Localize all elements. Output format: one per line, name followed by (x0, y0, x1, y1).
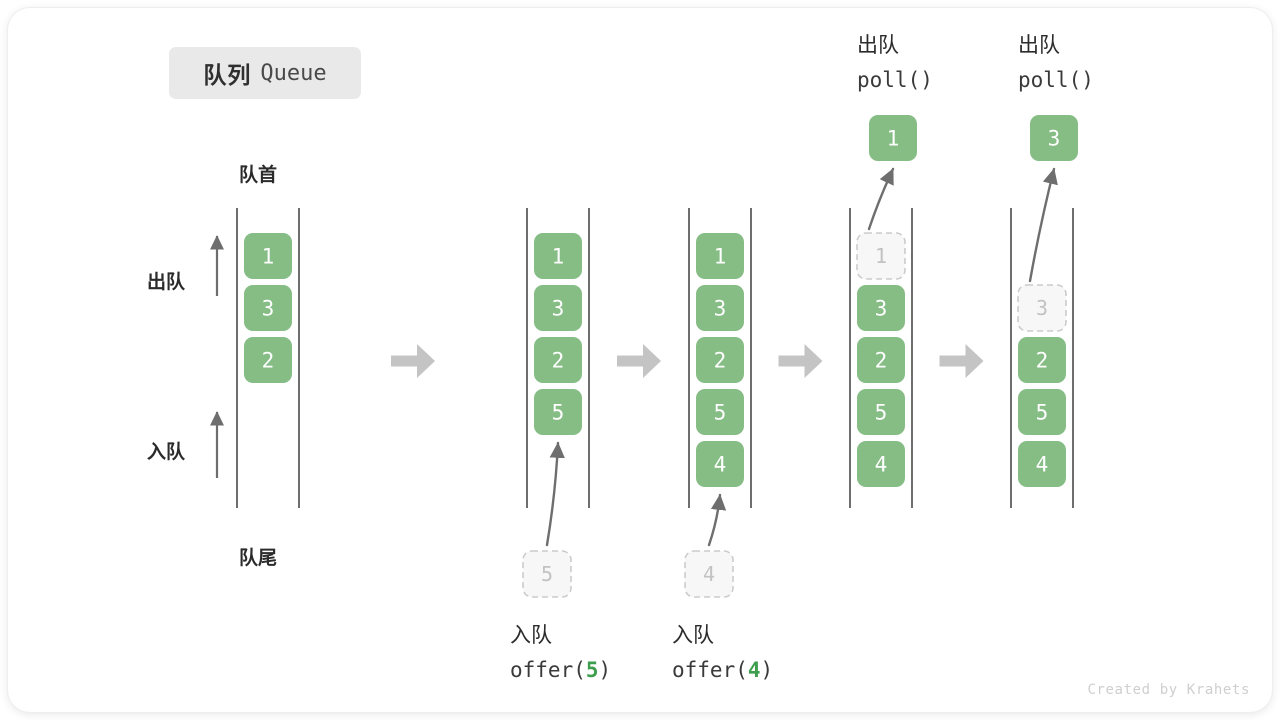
svg-text:5: 5 (552, 401, 565, 425)
queue-cell-poll-1-3[interactable]: 4 (857, 441, 905, 487)
caption-fn-offer-5: offer(5) (510, 658, 612, 682)
svg-text:4: 4 (875, 453, 888, 477)
header-fn-poll-3: poll() (1018, 68, 1094, 92)
caption-fn-offer-4: offer(4) (672, 658, 774, 682)
dequeue-arrow-poll-3 (1028, 167, 1058, 283)
queue-cell-offer-4-0[interactable]: 1 (696, 233, 744, 279)
svg-text:2: 2 (714, 349, 727, 373)
queue-cell-offer-5-2[interactable]: 2 (534, 337, 582, 383)
title-cn: 队列 (203, 62, 252, 88)
ghost-cell-poll-1: 1 (856, 232, 906, 280)
svg-text:3: 3 (552, 297, 565, 321)
svg-text:1: 1 (262, 245, 275, 269)
ghost-cell-offer-4: 4 (684, 550, 734, 598)
svg-text:3: 3 (875, 297, 888, 321)
tail-label: 队尾 (239, 548, 278, 569)
header-cn-poll-3: 出队 (1018, 34, 1060, 57)
ghost-cell-offer-5: 5 (522, 550, 572, 598)
step-arrow-2 (778, 344, 823, 378)
caption-arg-offer-5: 5 (585, 658, 599, 682)
popped-cell-poll-1[interactable]: 1 (869, 115, 917, 161)
head-label: 队首 (239, 165, 278, 186)
enqueue-label: 入队 (147, 442, 186, 463)
queue-cell-offer-4-1[interactable]: 3 (696, 285, 744, 331)
queue-cell-poll-1-2[interactable]: 5 (857, 389, 905, 435)
svg-text:3: 3 (1048, 127, 1061, 151)
svg-text:4: 4 (714, 453, 727, 477)
svg-text:1: 1 (887, 127, 900, 151)
popped-cell-poll-3[interactable]: 3 (1030, 115, 1078, 161)
queue-cell-offer-4-3[interactable]: 5 (696, 389, 744, 435)
svg-text:1: 1 (714, 245, 727, 269)
caption-cn-offer-4: 入队 (672, 624, 714, 647)
queue-cell-poll-1-1[interactable]: 2 (857, 337, 905, 383)
enqueue-arrow-offer-5 (545, 441, 565, 547)
queue-cell-offer-5-3[interactable]: 5 (534, 389, 582, 435)
header-label-poll-3: 出队 poll() (1018, 28, 1094, 98)
queue-cell-initial-0[interactable]: 1 (244, 233, 292, 279)
queue-cell-offer-5-0[interactable]: 1 (534, 233, 582, 279)
svg-text:2: 2 (1036, 349, 1049, 373)
queue-cell-poll-3-1[interactable]: 5 (1018, 389, 1066, 435)
svg-text:3: 3 (262, 297, 275, 321)
caption-arg-offer-4: 4 (747, 658, 761, 682)
svg-text:5: 5 (1036, 401, 1049, 425)
header-label-poll-1: 出队 poll() (857, 28, 933, 98)
queue-cell-offer-5-1[interactable]: 3 (534, 285, 582, 331)
svg-text:5: 5 (541, 562, 553, 586)
svg-text:2: 2 (262, 349, 275, 373)
queue-cell-initial-1[interactable]: 3 (244, 285, 292, 331)
queue-cell-poll-3-0[interactable]: 2 (1018, 337, 1066, 383)
queue-cell-poll-3-2[interactable]: 4 (1018, 441, 1066, 487)
caption-offer-5: 入队 offer(5) (510, 618, 611, 688)
queue-cell-offer-4-4[interactable]: 4 (696, 441, 744, 487)
svg-text:5: 5 (875, 401, 888, 425)
title-badge: 队列 Queue (169, 47, 361, 99)
svg-text:2: 2 (552, 349, 565, 373)
svg-text:5: 5 (714, 401, 727, 425)
title-en: Queue (260, 60, 327, 86)
svg-text:4: 4 (1036, 453, 1049, 477)
svg-text:4: 4 (703, 562, 715, 586)
header-cn-poll-1: 出队 (857, 34, 899, 57)
credit-text: Created by Krahets (1087, 682, 1250, 698)
svg-text:1: 1 (875, 244, 887, 268)
dequeue-label: 出队 (147, 272, 186, 293)
step-arrow-0 (391, 344, 435, 378)
enqueue-arrow-offer-4 (707, 493, 727, 547)
caption-cn-offer-5: 入队 (510, 624, 552, 647)
svg-text:1: 1 (552, 245, 565, 269)
svg-text:3: 3 (714, 297, 727, 321)
svg-text:2: 2 (875, 349, 888, 373)
header-fn-poll-1: poll() (857, 68, 933, 92)
caption-offer-4: 入队 offer(4) (672, 618, 773, 688)
dequeue-arrow-poll-1 (867, 167, 895, 231)
svg-text:3: 3 (1036, 296, 1048, 320)
queue-cell-initial-2[interactable]: 2 (244, 337, 292, 383)
queue-cell-poll-1-0[interactable]: 3 (857, 285, 905, 331)
ghost-cell-poll-3: 3 (1017, 284, 1067, 332)
queue-cell-offer-4-2[interactable]: 2 (696, 337, 744, 383)
step-arrow-1 (617, 344, 661, 378)
step-arrow-3 (939, 344, 984, 378)
